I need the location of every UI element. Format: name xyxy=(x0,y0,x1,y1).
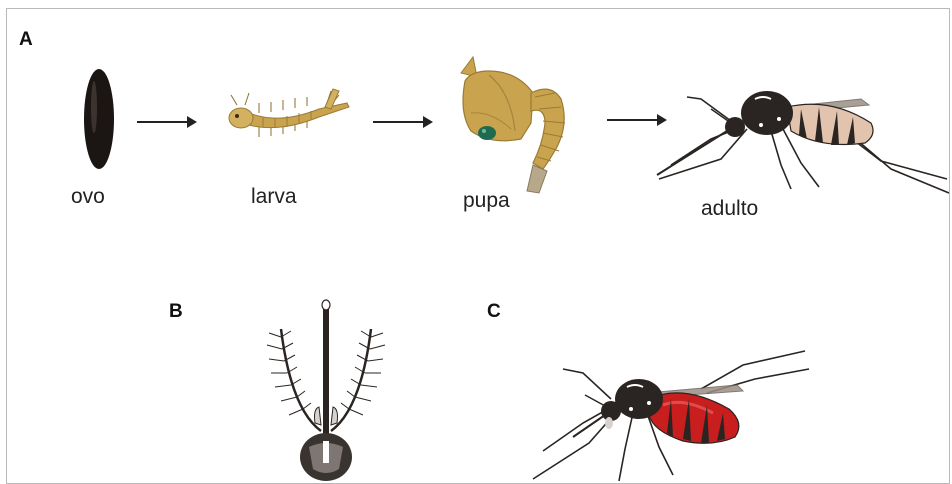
panel-a-label: A xyxy=(19,29,33,51)
egg-icon xyxy=(79,67,119,171)
arrow-icon xyxy=(137,115,197,129)
mosquito-head-icon xyxy=(261,299,391,481)
stage-label-egg: ovo xyxy=(71,185,105,209)
pupa-icon xyxy=(451,53,581,193)
stage-label-pupa: pupa xyxy=(463,189,510,213)
adult-mosquito-icon xyxy=(651,69,950,199)
arrow-icon xyxy=(373,115,433,129)
blood-fed-mosquito-icon xyxy=(523,339,813,484)
panel-c-label: C xyxy=(487,301,501,323)
larva-icon xyxy=(219,85,355,141)
figure-frame: A ovo larva xyxy=(6,8,950,484)
panel-b-label: B xyxy=(169,301,183,323)
stage-label-adult: adulto xyxy=(701,197,758,221)
stage-label-larva: larva xyxy=(251,185,297,209)
